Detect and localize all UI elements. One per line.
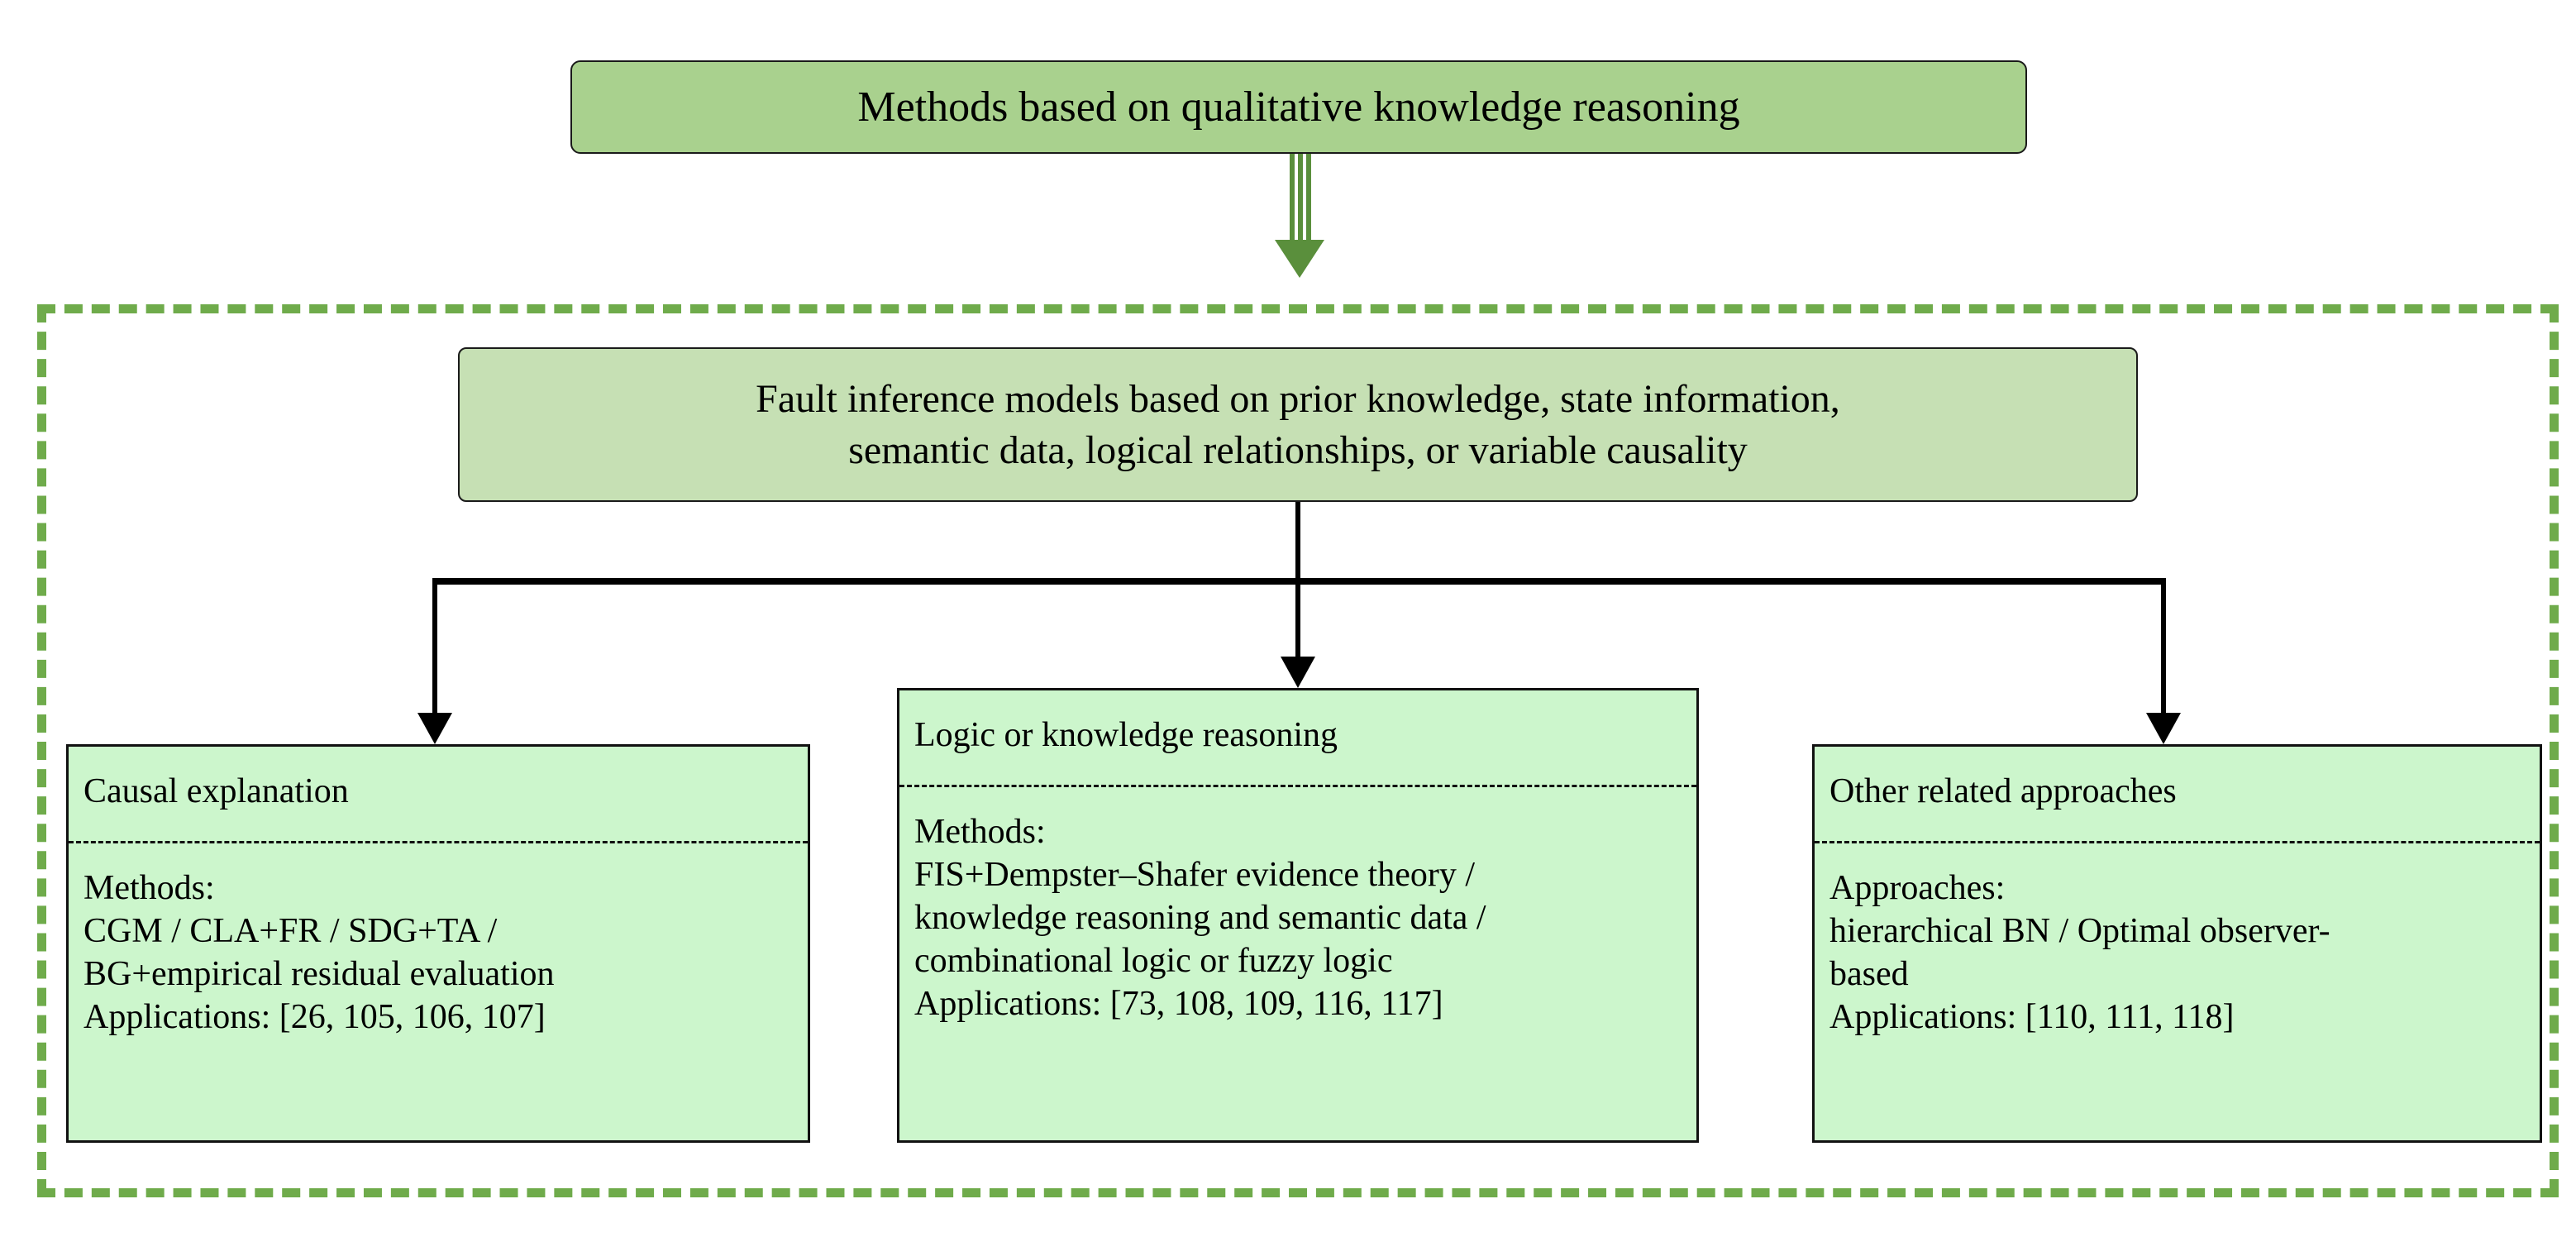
branch-box-causal-explanation: Causal explanation Methods: CGM / CLA+FR… xyxy=(66,744,810,1143)
branch-body-logic-or-knowledge-reasoning: Methods: FIS+Dempster–Shafer evidence th… xyxy=(914,813,1486,1024)
root-title-box: Methods based on qualitative knowledge r… xyxy=(570,60,2027,154)
branch-box-logic-or-knowledge-reasoning: Logic or knowledge reasoning Methods: FI… xyxy=(897,688,1699,1143)
branch-title-causal-explanation: Causal explanation xyxy=(83,772,349,810)
group-description-box: Fault inference models based on prior kn… xyxy=(458,347,2138,502)
root-title-label: Methods based on qualitative knowledge r… xyxy=(857,83,1740,131)
branch-title-other-related-approaches: Other related approaches xyxy=(1829,772,2177,810)
branch-divider xyxy=(69,841,808,843)
group-description-line-2: semantic data, logical relationships, or… xyxy=(848,428,1748,472)
branch-title-logic-or-knowledge-reasoning: Logic or knowledge reasoning xyxy=(914,716,1338,754)
qualitative-methods-group-region xyxy=(37,304,2559,1197)
branch-divider xyxy=(899,785,1696,787)
down-double-arrow-icon xyxy=(1268,154,1329,279)
branch-body-causal-explanation: Methods: CGM / CLA+FR / SDG+TA / BG+empi… xyxy=(83,869,555,1037)
branch-divider xyxy=(1815,841,2540,843)
branch-body-other-related-approaches: Approaches: hierarchical BN / Optimal ob… xyxy=(1829,869,2330,1037)
group-description-line-1: Fault inference models based on prior kn… xyxy=(756,377,1840,422)
branch-box-other-related-approaches: Other related approaches Approaches: hie… xyxy=(1812,744,2542,1143)
